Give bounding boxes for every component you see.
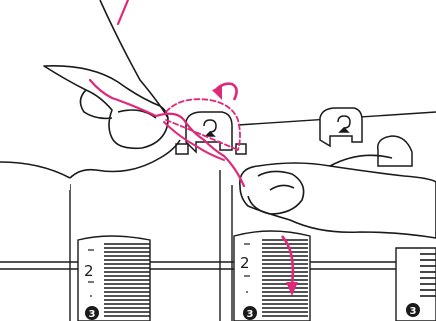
dial-badge-label: 3 (89, 309, 96, 320)
dial-badge-label: 3 (410, 306, 417, 317)
right-hand (240, 155, 436, 238)
dial-number: 2 (84, 262, 94, 280)
curved-arrow-icon (212, 84, 237, 100)
tension-dial-right[interactable]: 3 (396, 248, 436, 321)
tension-dial-middle[interactable]: 2 3 (234, 231, 310, 321)
tension-dial-left[interactable]: 2 3 (78, 236, 150, 321)
dial-badge-label: 3 (247, 309, 254, 320)
left-hand (0, 0, 180, 190)
dial-number: 2 (240, 254, 250, 272)
